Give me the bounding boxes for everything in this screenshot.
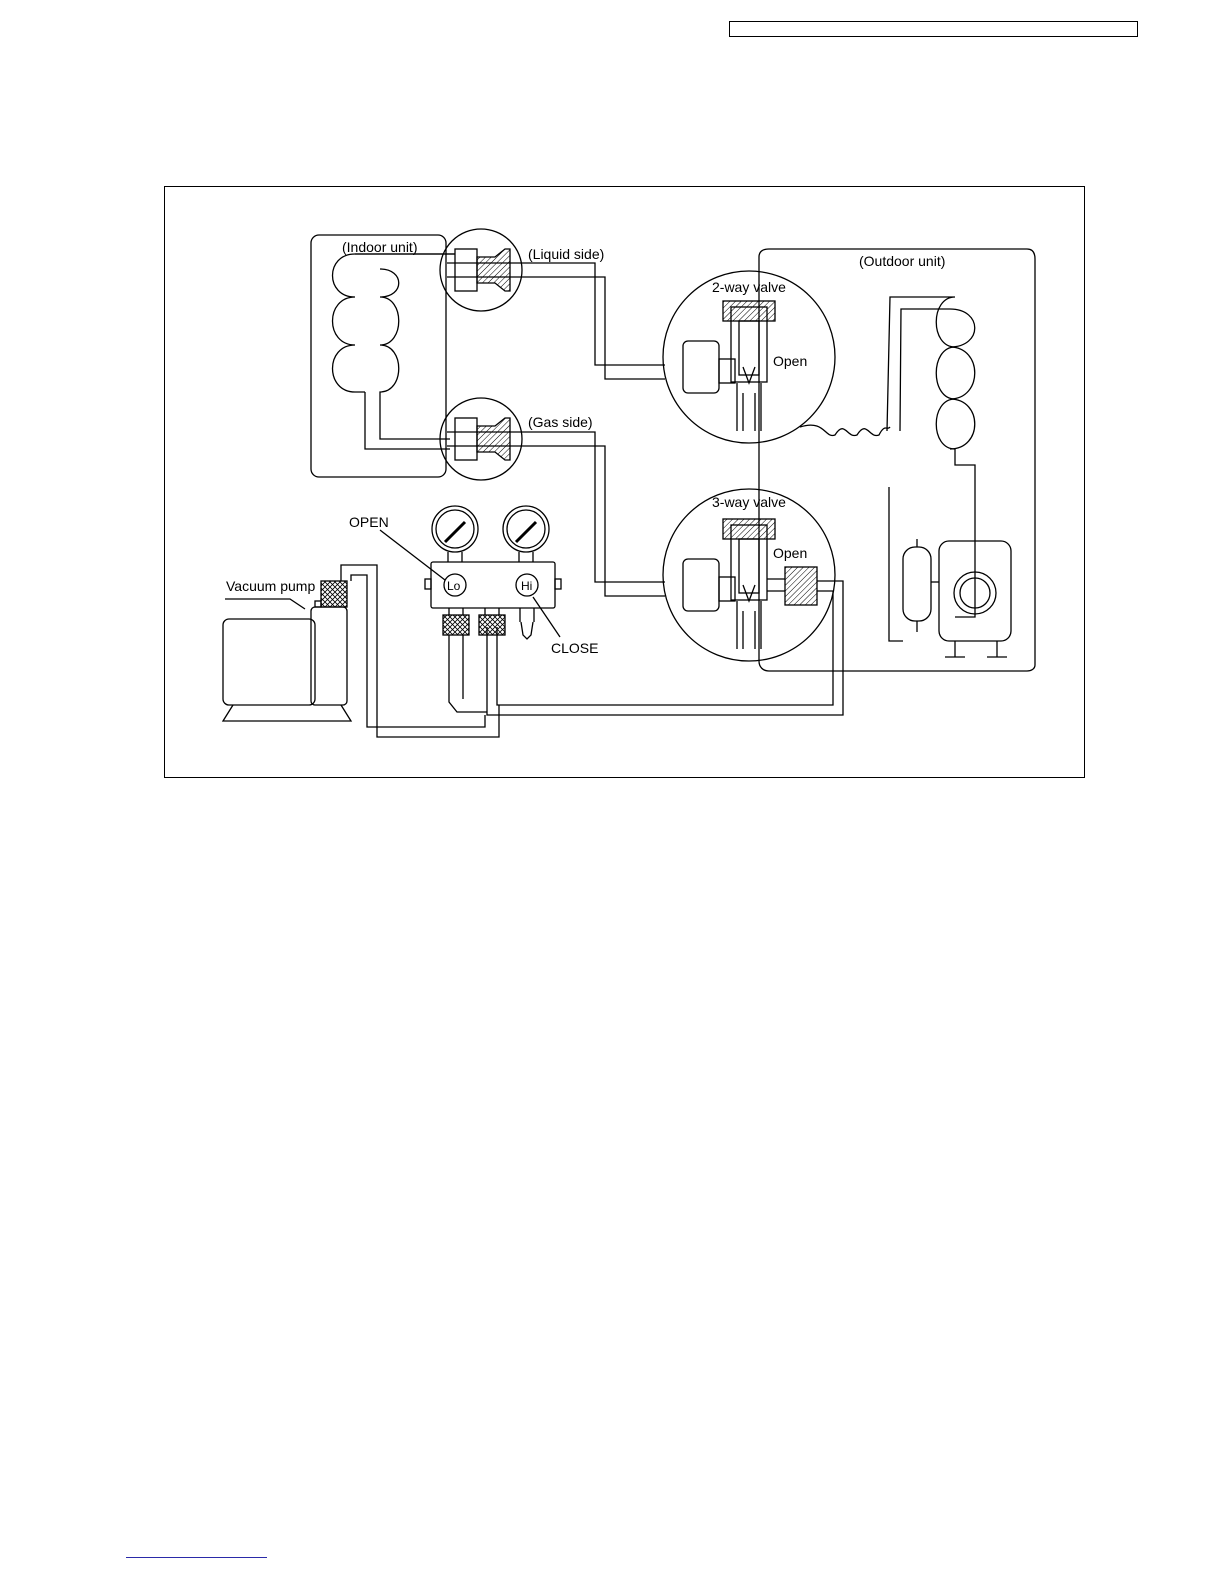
two-way-valve-label: 2-way valve xyxy=(712,279,786,295)
three-way-open-label: Open xyxy=(773,545,807,561)
gas-pipe-a xyxy=(520,432,665,582)
vacuum-diagram-frame: (Indoor unit) (Liquid side) (Gas side) (… xyxy=(164,186,1085,778)
liquid-pipe-b xyxy=(520,277,665,379)
open-leader xyxy=(380,530,445,580)
pump-hose-b xyxy=(351,575,485,727)
gas-side-union xyxy=(440,398,522,480)
two-way-valve xyxy=(663,271,835,443)
vacuum-pump xyxy=(223,581,351,721)
three-way-valve xyxy=(663,489,835,661)
vacuum-diagram: (Indoor unit) (Liquid side) (Gas side) (… xyxy=(165,187,1086,779)
indoor-unit-label: (Indoor unit) xyxy=(342,239,417,255)
close-leader xyxy=(533,597,560,637)
two-way-open-label: Open xyxy=(773,353,807,369)
gas-side-label: (Gas side) xyxy=(528,414,593,430)
hi-gauge-needle xyxy=(516,522,536,542)
header-box xyxy=(729,21,1138,37)
vacuum-pump-label: Vacuum pump xyxy=(226,578,315,594)
close-label: CLOSE xyxy=(551,640,598,656)
outdoor-unit xyxy=(759,249,1035,671)
liquid-side-union xyxy=(440,229,522,311)
lo-gauge-needle xyxy=(445,522,465,542)
pump-hose-a xyxy=(341,565,499,737)
lo-valve-label: Lo xyxy=(447,579,461,593)
gas-pipe-b xyxy=(520,446,665,596)
three-way-valve-label: 3-way valve xyxy=(712,494,786,510)
indoor-unit xyxy=(311,235,455,477)
footer-rule xyxy=(126,1557,267,1558)
liquid-side-label: (Liquid side) xyxy=(528,246,604,262)
liquid-pipe-a xyxy=(520,263,665,365)
outdoor-unit-label: (Outdoor unit) xyxy=(859,253,945,269)
open-label: OPEN xyxy=(349,514,389,530)
hi-valve-label: Hi xyxy=(521,579,532,593)
